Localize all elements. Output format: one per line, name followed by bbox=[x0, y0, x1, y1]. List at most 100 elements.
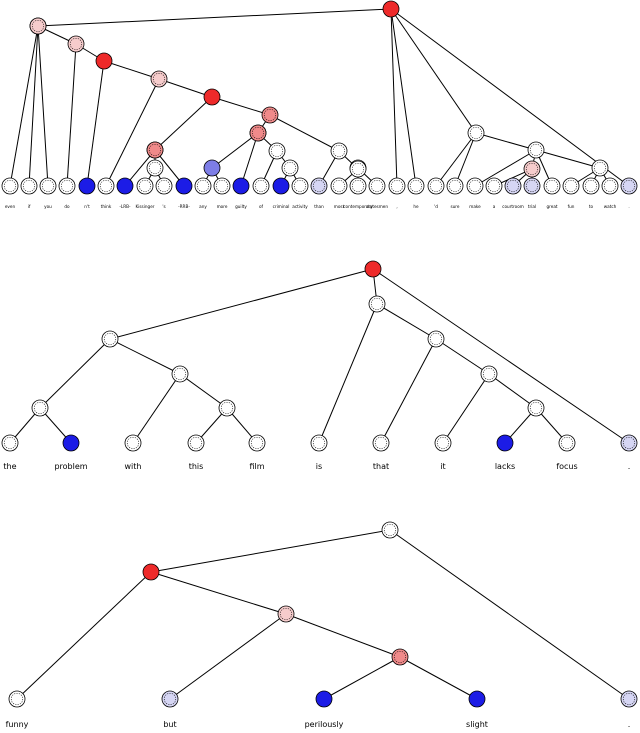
tree-edge bbox=[380, 338, 437, 444]
tree-edge bbox=[269, 114, 340, 152]
tree-edge bbox=[132, 373, 181, 444]
word-label: statesmen bbox=[366, 204, 388, 209]
phrase-node bbox=[203, 88, 221, 106]
word-node bbox=[232, 177, 250, 195]
phrase-node bbox=[277, 605, 295, 623]
word-label: activity bbox=[292, 204, 308, 209]
word-node bbox=[213, 177, 231, 195]
word-label: fun bbox=[568, 204, 575, 209]
word-label: a bbox=[493, 204, 496, 209]
word-label: . bbox=[628, 462, 631, 471]
word-label: . bbox=[628, 720, 631, 729]
tree-edges bbox=[16, 529, 630, 700]
word-node bbox=[187, 434, 205, 452]
phrase-node bbox=[146, 141, 164, 159]
tree-edge bbox=[389, 529, 630, 700]
word-node bbox=[427, 177, 445, 195]
word-label: criminal bbox=[273, 204, 290, 209]
word-node bbox=[620, 690, 638, 708]
tree-edge bbox=[435, 338, 490, 375]
word-node bbox=[496, 434, 514, 452]
tree-edge bbox=[109, 268, 374, 340]
tree-nodes bbox=[8, 521, 638, 708]
phrase-node bbox=[95, 52, 113, 70]
word-label: think bbox=[101, 204, 112, 209]
tree-edge bbox=[169, 613, 287, 700]
word-node bbox=[78, 177, 96, 195]
tree-edge bbox=[16, 571, 152, 700]
phrase-node bbox=[150, 70, 168, 88]
word-label: of bbox=[259, 204, 264, 209]
word-node bbox=[468, 690, 486, 708]
word-label: guilty bbox=[235, 204, 247, 209]
word-node bbox=[161, 690, 179, 708]
word-label: do bbox=[64, 204, 70, 209]
word-node bbox=[601, 177, 619, 195]
word-label: trial bbox=[528, 204, 536, 209]
word-label: with bbox=[125, 462, 142, 471]
phrase-node bbox=[467, 124, 485, 142]
word-label: he bbox=[413, 204, 419, 209]
word-node bbox=[543, 177, 561, 195]
word-label: is bbox=[316, 462, 322, 471]
word-label: it bbox=[440, 462, 445, 471]
tree-edge bbox=[9, 25, 39, 187]
word-label: 's bbox=[162, 204, 165, 209]
word-label: the bbox=[3, 462, 16, 471]
tree-edge bbox=[150, 529, 391, 573]
word-node bbox=[558, 434, 576, 452]
tree-edge bbox=[37, 8, 392, 27]
word-label: . bbox=[628, 204, 629, 209]
phrase-node bbox=[218, 399, 236, 417]
phrase-node bbox=[203, 159, 221, 177]
tree-edge bbox=[66, 43, 77, 187]
tree-edge bbox=[399, 656, 478, 700]
word-node bbox=[582, 177, 600, 195]
word-node bbox=[446, 177, 464, 195]
word-node bbox=[155, 177, 173, 195]
tree-nodes bbox=[1, 0, 638, 195]
word-label: even bbox=[5, 204, 16, 209]
tree-edge bbox=[323, 656, 401, 700]
phrase-node bbox=[171, 365, 189, 383]
word-label: watch bbox=[604, 204, 617, 209]
word-node bbox=[330, 177, 348, 195]
word-node bbox=[310, 177, 328, 195]
tree-edges bbox=[9, 268, 630, 444]
word-label: contemporary bbox=[343, 204, 373, 209]
phrase-node bbox=[281, 159, 299, 177]
phrase-node bbox=[261, 106, 279, 124]
word-label: if bbox=[28, 204, 31, 209]
word-node bbox=[315, 690, 333, 708]
tree-edge bbox=[390, 8, 630, 187]
tree-edge bbox=[179, 373, 228, 409]
word-label: , bbox=[396, 204, 397, 209]
word-label: more bbox=[217, 204, 228, 209]
tree-edge bbox=[103, 60, 160, 80]
tree-edge bbox=[105, 78, 160, 187]
word-node bbox=[58, 177, 76, 195]
word-node bbox=[272, 177, 290, 195]
word-label: problem bbox=[54, 462, 87, 471]
word-node bbox=[523, 177, 541, 195]
phrase-node bbox=[381, 521, 399, 539]
word-node bbox=[20, 177, 38, 195]
tree-nodes bbox=[1, 260, 638, 452]
word-node bbox=[252, 177, 270, 195]
word-node bbox=[116, 177, 134, 195]
phrase-node bbox=[67, 35, 85, 53]
phrase-node bbox=[101, 330, 119, 348]
word-node bbox=[466, 177, 484, 195]
tree-edge bbox=[285, 613, 401, 658]
word-node bbox=[194, 177, 212, 195]
phrase-node bbox=[268, 142, 286, 160]
word-node bbox=[291, 177, 309, 195]
tree-edge bbox=[240, 132, 259, 187]
word-node bbox=[310, 434, 328, 452]
phrase-node bbox=[382, 0, 400, 18]
tree-edge bbox=[535, 149, 601, 169]
phrase-node bbox=[146, 159, 164, 177]
phrase-node bbox=[591, 159, 609, 177]
word-node bbox=[485, 177, 503, 195]
